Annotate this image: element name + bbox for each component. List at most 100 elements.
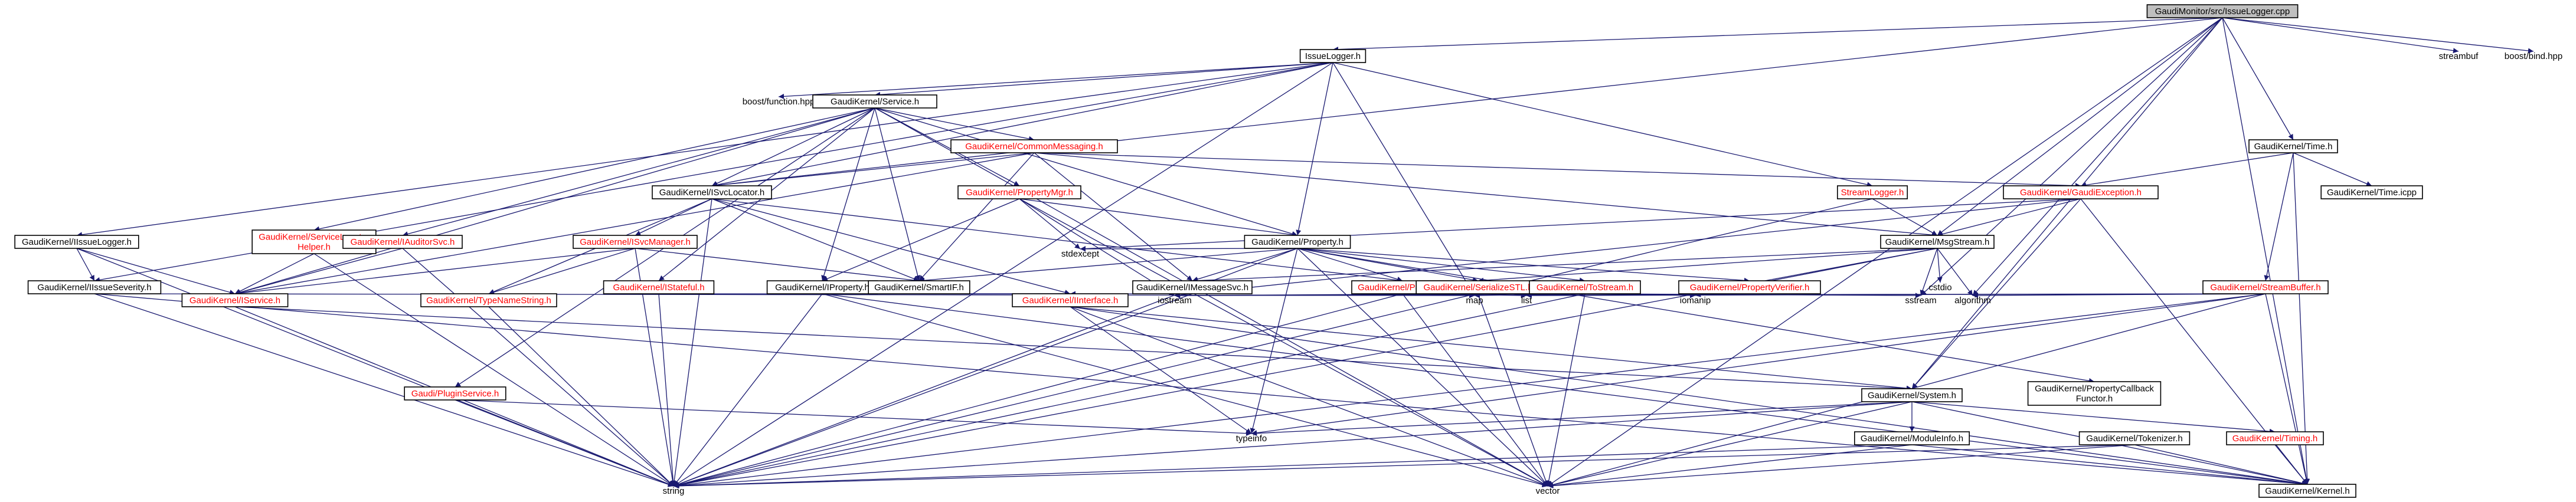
node-box [603,280,715,294]
node-box [1132,280,1253,294]
node-box [2202,280,2329,294]
node-common-messaging[interactable]: GaudiKernel/CommonMessaging.h [950,139,1118,153]
edge-parsers-to-vector [1402,293,1548,487]
edge-common_messaging-to-isvclocator [711,152,1035,188]
edge-isvcmanager-to-iservice [234,248,636,296]
edge-time_h-to-kernel_h [2293,152,2310,485]
edge-line [778,62,1333,99]
edge-line [1192,248,1298,282]
node-algorithm: algorithm [1954,296,1991,306]
node-iservice[interactable]: GaudiKernel/IService.h [181,293,289,307]
node-iissuelogger[interactable]: GaudiKernel/IIssueLogger.h [14,235,139,249]
node-issuelogger-h[interactable]: IssueLogger.h [1299,49,1367,63]
node-label: GaudiKernel/Time.h [2254,142,2333,152]
node-tostream[interactable]: GaudiKernel/ToStream.h [1529,280,1641,294]
edge-isvclocator-to-smartif [711,198,920,281]
node-propertymgr[interactable]: GaudiKernel/PropertyMgr.h [957,185,1081,199]
node-modulesinfo[interactable]: GaudiKernel/ModuleInfo.h [1854,431,1970,445]
edge-iissueseverity-to-string [94,293,674,487]
node-box [868,280,970,294]
edge-iinterface-to-vector [1070,306,1548,487]
node-root[interactable]: GaudiMonitor/src/IssueLogger.cpp [2146,4,2299,18]
edge-property_h-to-smartif [918,248,1298,283]
edge-line [874,107,1020,186]
node-timing[interactable]: GaudiKernel/Timing.h [2226,431,2324,445]
edge-istateful-to-string [658,293,676,487]
node-streambuffer[interactable]: GaudiKernel/StreamBuffer.h [2202,280,2329,294]
node-label: GaudiKernel/CommonMessaging.h [965,142,1103,152]
edge-line [1547,444,2135,488]
node-label: GaudiKernel/Kernel.h [2265,486,2349,496]
edge-line [234,248,636,296]
node-propertyverifier[interactable]: GaudiKernel/PropertyVerifier.h [1678,280,1821,294]
edge-msgstream-to-imessagesvc [1192,248,1938,284]
node-streamlogger[interactable]: StreamLogger.h [1837,185,1908,199]
edge-timing-to-kernel_h [2274,444,2308,485]
edge-serializestl-to-vector [1477,293,1549,487]
node-iauditorsvc[interactable]: GaudiKernel/IAuditorSvc.h [342,235,463,249]
node-serializestl[interactable]: GaudiKernel/SerializeSTL.h [1416,280,1541,294]
edge-line [234,306,1913,392]
node-iinterface[interactable]: GaudiKernel/IInterface.h [1012,293,1129,307]
node-system-h[interactable]: GaudiKernel/System.h [1861,388,1963,402]
edge-line [1034,152,2081,189]
edge-system_h-to-timing [1911,401,2276,434]
node-msgstream[interactable]: GaudiKernel/MsgStream.h [1880,235,1995,249]
edge-propertymgr-to-iproperty [822,198,1020,281]
node-property-h[interactable]: GaudiKernel/Property.h [1244,235,1351,249]
edge-line [455,399,1252,437]
edge-line [1911,444,2308,487]
node-tokenizer[interactable]: GaudiKernel/Tokenizer.h [2078,431,2191,445]
edge-line [1937,248,1943,283]
dependency-nodes: GaudiMonitor/src/IssueLogger.cppIssueLog… [14,4,2562,498]
edge-line [1070,306,1548,487]
node-box [2146,4,2299,18]
node-box [2027,381,2162,406]
edge-line [488,306,674,487]
node-gaudiexception[interactable]: GaudiKernel/GaudiException.h [2003,185,2159,199]
edge-propertymgr-to-iostream [1019,198,1175,296]
edge-property_h-to-vector [1297,248,1548,487]
edge-common_messaging-to-imessagesvc [1034,152,1193,281]
edge-line [1034,152,1193,281]
edge-line [711,152,1035,188]
edge-propertymgr-to-stdexcept [1019,198,1081,250]
node-imessagesvc[interactable]: GaudiKernel/IMessageSvc.h [1132,280,1253,294]
node-smartif[interactable]: GaudiKernel/SmartIF.h [868,280,970,294]
node-label: iomanip [1680,296,1711,306]
edge-line [1019,198,1175,296]
edge-line [711,62,1333,188]
node-service-h[interactable]: GaudiKernel/Service.h [812,94,937,109]
edge-root-to-system_h [1911,17,2223,389]
edge-iissuelogger-to-iservice [76,248,236,295]
edge-line [874,62,1333,97]
node-iproperty[interactable]: GaudiKernel/IProperty.h [766,280,878,294]
node-label: GaudiKernel/Timing.h [2232,434,2318,444]
node-typenamestring[interactable]: GaudiKernel/TypeNameString.h [420,293,557,307]
node-isvclocator[interactable]: GaudiKernel/ISvcLocator.h [652,185,772,199]
node-isvcmanager[interactable]: GaudiKernel/ISvcManager.h [573,235,698,249]
edge-line [1251,293,2266,436]
edge-imessagesvc-to-string [673,293,1193,487]
node-pluginservice[interactable]: Gaudi/PluginService.h [404,386,506,401]
node-time-icpp[interactable]: GaudiKernel/Time.icpp [2320,185,2423,199]
edge-line [635,248,920,283]
edge-servicelocatorhelper-to-iservice [234,253,315,294]
node-kernel-h[interactable]: GaudiKernel/Kernel.h [2258,484,2356,498]
edge-service_h-to-smartif [874,107,921,281]
edge-root-to-isvclocator [711,17,2223,188]
edge-streambuffer-to-typeinfo [1251,293,2266,436]
node-box [1678,280,1821,294]
node-istateful[interactable]: GaudiKernel/IStateful.h [603,280,715,294]
edge-line [2264,152,2294,281]
edge-line [1019,198,1548,487]
edge-line [76,248,95,281]
edge-service_h-to-iauditorsvc [402,107,875,237]
edge-tokenizer-to-kernel_h [2134,444,2308,486]
node-label: boost/bind.hpp [2505,51,2562,61]
edge-line [234,253,315,294]
node-iissueseverity[interactable]: GaudiKernel/IIssueSeverity.h [27,280,162,294]
node-time-h[interactable]: GaudiKernel/Time.h [2248,139,2338,153]
